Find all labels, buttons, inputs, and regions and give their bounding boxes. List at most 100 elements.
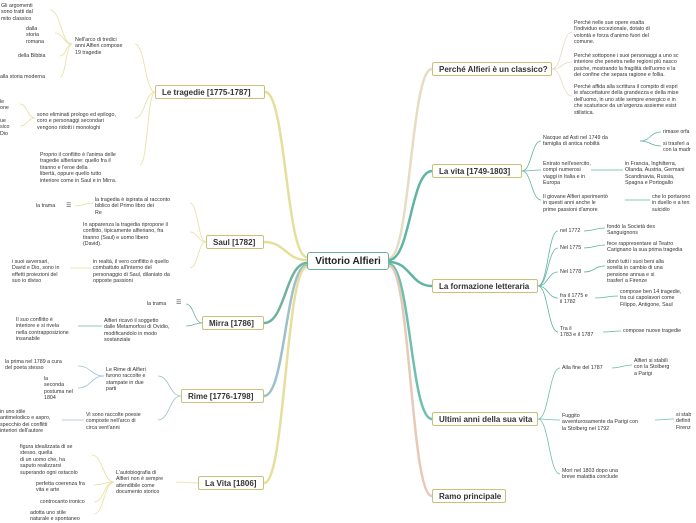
link-ultimi — [388, 262, 433, 421]
note-icon[interactable]: ☰ — [66, 203, 72, 209]
note-form-1: nel 1772 — [560, 228, 581, 235]
branch-vita[interactable]: La vita [1749-1803] — [432, 164, 522, 178]
branch-rime[interactable]: Rime [1776-1798] — [181, 389, 264, 403]
note-vita-a3: controcanto ironico — [40, 499, 85, 506]
note-perche-1: Perché nelle sue opere esalta l'individu… — [574, 20, 650, 46]
note-saul-1: la tragedia è ispirata al racconto bibli… — [95, 197, 171, 217]
branch-perche[interactable]: Perché Alfieri è un classico? — [432, 62, 552, 76]
sublink-ult-1 — [537, 418, 561, 421]
note-form-1a: fondò la Società des Sanguignons — [607, 224, 656, 237]
note-saul-3a: i suoi avversari, David e Dio, sono in e… — [12, 259, 60, 285]
note-form-3a: donò tutti i suoi beni alla sorella in c… — [607, 259, 664, 285]
sublink-saul-3 — [189, 241, 207, 269]
sublink-ult-0 — [537, 367, 561, 420]
sublink-form-2a — [583, 244, 606, 249]
sublink-vita-a1 — [91, 454, 115, 483]
note-mirra-1: Alfieri ricavò il soggetto dalle Metamor… — [104, 318, 170, 344]
note-form-4a: compose ben 14 tragedie, tra cui capolav… — [620, 289, 682, 309]
note-trag-2: sono eliminati prologo ed epilogo, coro … — [37, 112, 116, 132]
branch-saul[interactable]: Saul [1782] — [206, 235, 264, 249]
note-form-4: fra il 1775 e il 1782 — [560, 293, 588, 306]
link-saul — [263, 240, 308, 262]
note-trag-3: Proprio il conflitto è l'anima delle tra… — [40, 152, 117, 185]
sublink-trag-2a — [19, 103, 36, 119]
note-vita-a: L'autobiografia di Alfieri non è sempre … — [116, 470, 164, 496]
sublink-form-2 — [537, 271, 559, 287]
note-vita-1a: rimase orfa — [663, 129, 690, 136]
sublink-ult-1a — [611, 364, 633, 369]
note-vita-a2: perfetta coerenza fra vita e arte — [36, 481, 85, 494]
note-mirra-1a: Il suo conflitto è interiore e si rivela… — [16, 317, 69, 343]
link-formazione — [388, 260, 433, 288]
link-rime — [263, 263, 308, 398]
branch-vita-1806[interactable]: La Vita [1806] — [198, 476, 264, 490]
sublink-saul-1 — [189, 202, 207, 243]
sublink-mirra-trama — [185, 303, 203, 324]
sublink-rime-3 — [157, 395, 182, 421]
note-trag-1d: alla storia moderna — [0, 74, 46, 81]
saul-trama-label: la trama — [36, 203, 56, 210]
sublink-form-4a — [594, 295, 619, 299]
note-rime-3: Vi sono raccolte poesie composte nell'ar… — [86, 412, 141, 432]
sublink-vita-a — [175, 481, 199, 484]
note-vita-2: Entrato nell'esercito, compì numerosi vi… — [543, 161, 591, 187]
sublink-rime-1a — [77, 375, 105, 389]
sublink-ult-2 — [537, 418, 561, 475]
sublink-trag-1b — [54, 32, 73, 45]
note-vita-3a: che lo portarono in duello e a ten suici… — [652, 194, 691, 214]
branch-ramo[interactable]: Ramo principale — [432, 489, 506, 503]
note-rime-2: Le Rime di Alfieri furono raccolte e sta… — [106, 367, 146, 393]
sublink-saul-2 — [189, 231, 207, 243]
sublink-trag-2 — [134, 91, 156, 119]
note-perche-2: Perché sottopone i suoi personaggi a uno… — [574, 53, 679, 79]
note-vita-2a: in Francia, Inghilterra, Olanda, Austria… — [625, 161, 685, 187]
branch-ultimi[interactable]: Ultimi anni della sua vita — [432, 412, 538, 426]
sublink-rime-2 — [157, 375, 182, 397]
sublink-trag-1a — [49, 9, 73, 45]
branch-formazione[interactable]: La formazione letteraria — [432, 279, 538, 293]
note-vita-1b: si trasferì a con la madr — [663, 141, 691, 154]
sublink-perche-0 — [551, 31, 573, 70]
branch-tragedie[interactable]: Le tragedie [1775-1787] — [155, 85, 265, 99]
note-form-5a: compose nuove tragedie — [623, 328, 682, 335]
sublink-trag-1 — [134, 43, 156, 93]
note-trag-1b: dalla storia romana — [26, 26, 44, 46]
sublink-rime-1 — [77, 365, 105, 377]
link-perche — [388, 67, 433, 260]
note-trag-1a: Gli argomenti sono tratti dal mito class… — [1, 3, 33, 23]
note-rime-1: la prima nel 1789 a cura del poeta stess… — [5, 359, 62, 372]
note-saul-2: In apparenza la tragedia ripropone il co… — [83, 222, 168, 248]
sublink-form-5a — [602, 330, 622, 333]
central-topic[interactable]: Vittorio Alfieri — [307, 252, 389, 270]
note-form-2a: fece rappresentare al Teatro Carignano l… — [607, 241, 683, 254]
note-saul-3: in realtà, il vero conflitto è quello co… — [93, 259, 170, 285]
note-ult-2: Fuggito avventurosamente da Parigi con l… — [562, 413, 638, 433]
sublink-trag-2b — [19, 117, 36, 127]
sublink-form-3 — [537, 285, 559, 299]
sublink-perche-2 — [551, 68, 573, 97]
note-ult-1a: Alfieri si stabilì con la Stolberg a Par… — [634, 358, 670, 378]
sublink-trag-1d — [59, 43, 73, 78]
sublink-vita-1a — [639, 131, 662, 142]
sublink-form-1 — [537, 247, 559, 287]
note-icon[interactable]: ☰ — [176, 300, 182, 306]
link-ramo — [388, 264, 433, 498]
sublink-perche-1 — [551, 61, 573, 70]
note-trag-1c: della Bibbia — [18, 53, 46, 60]
note-ult-3: Morì nel 1803 dopo una breve malattia co… — [562, 468, 618, 481]
note-vita-1: Nacque ad Asti nel 1749 da famiglia di a… — [543, 135, 608, 148]
note-trag-2b: ue sico Dio — [0, 118, 10, 138]
branch-mirra[interactable]: Mirra [1786] — [202, 316, 264, 330]
note-rime-1a: la seconda postuma nel 1804 — [44, 376, 73, 402]
sublink-vita-1b — [639, 140, 662, 147]
sublink-vita-2 — [521, 170, 542, 201]
note-form-2: Nel 1775 — [560, 245, 582, 252]
sublink-vita-a4 — [93, 481, 115, 515]
note-trag-2a: le one — [0, 99, 9, 112]
sublink-form-0 — [537, 230, 559, 287]
note-vita-a4: adotta uno stile naturale e spontaneo — [30, 510, 80, 523]
mirra-trama-label: la trama — [147, 301, 167, 308]
note-form-3: Nel 1778 — [560, 269, 582, 276]
link-vita-1806 — [263, 265, 308, 485]
